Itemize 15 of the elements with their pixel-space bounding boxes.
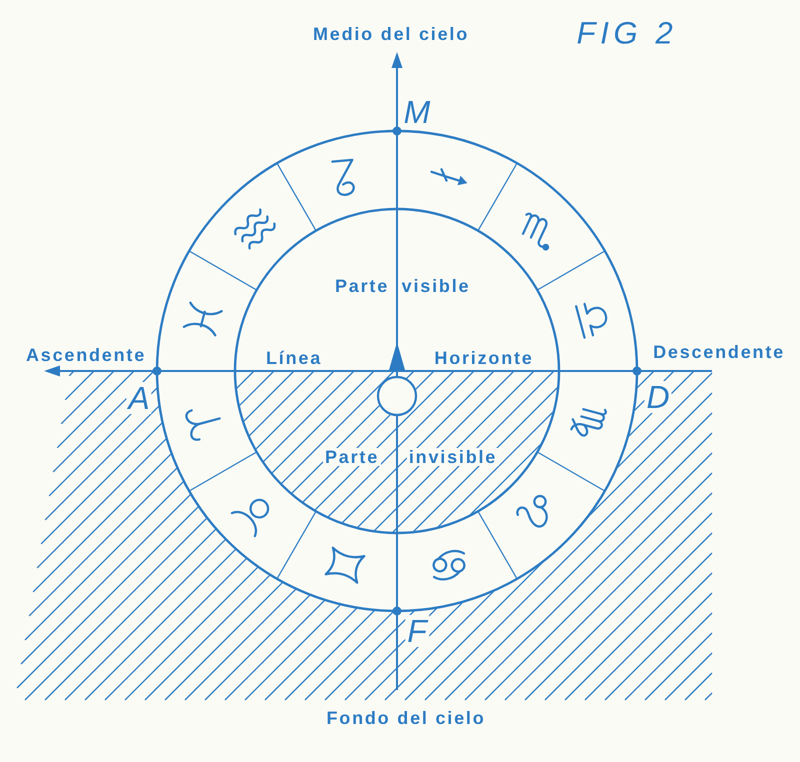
figure-title: FIG 2 xyxy=(576,18,678,48)
point-letter: F xyxy=(405,615,429,647)
direction-label: Descendente xyxy=(653,343,785,361)
direction-label: Medio del cielo xyxy=(312,25,470,43)
direction-label: Fondo del cielo xyxy=(326,709,486,727)
point-letter: D xyxy=(644,381,672,413)
region-label: Parte xyxy=(334,277,390,295)
horizon-label: Línea xyxy=(266,349,322,367)
region-label: visible xyxy=(402,277,470,295)
region-label: invisible xyxy=(406,448,500,466)
point-letter: M xyxy=(404,96,430,128)
point-letter: A xyxy=(126,382,152,414)
direction-label: Ascendente xyxy=(26,346,146,364)
horizon-label: Horizonte xyxy=(434,349,534,367)
region-label: Parte xyxy=(322,448,382,466)
